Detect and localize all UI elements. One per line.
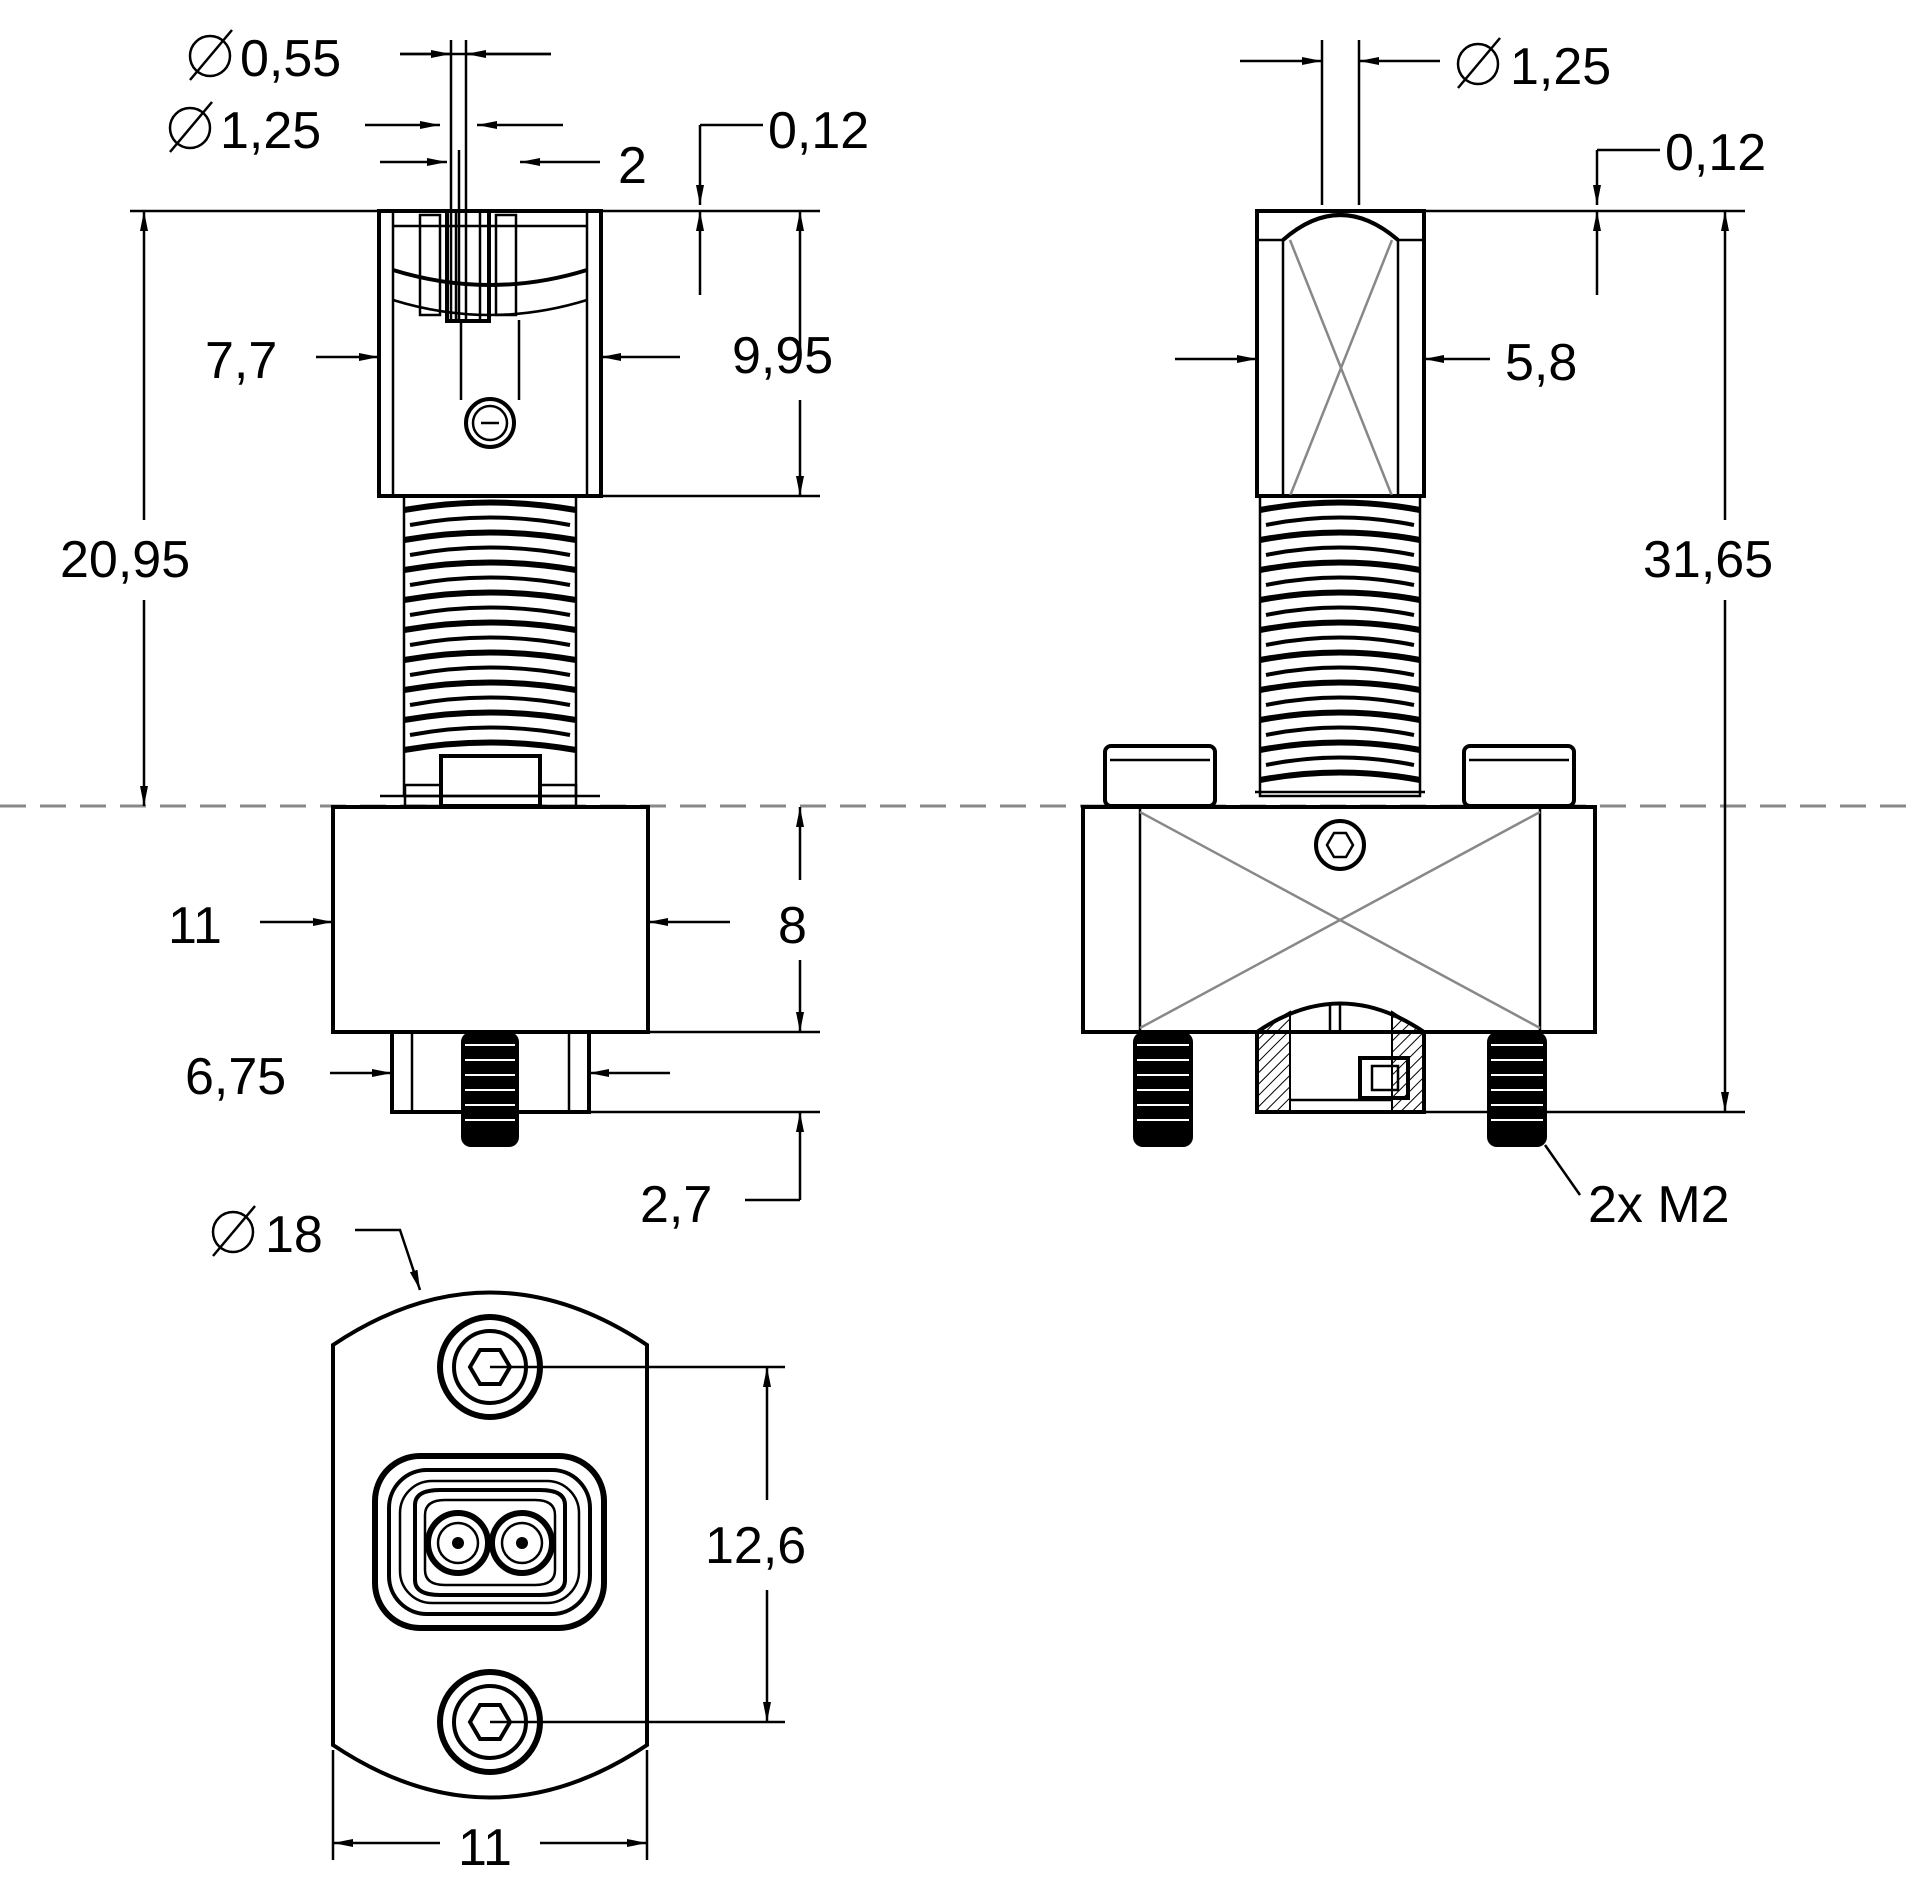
label-dia-125-right: 1,25 <box>1510 38 1611 96</box>
label-width-675: 6,75 <box>185 1048 286 1106</box>
label-height-27: 2,7 <box>640 1176 712 1234</box>
label-dia-125-left: 1,25 <box>220 102 321 160</box>
side-view-dimensions: 1,25 0,12 5,8 31,65 2x M2 <box>1175 37 1773 1234</box>
label-width-11-bottom: 11 <box>458 1819 512 1877</box>
label-dia-18: 18 <box>265 1206 323 1264</box>
front-view <box>331 40 650 1147</box>
label-width-11-body: 11 <box>168 897 222 955</box>
front-view-dimensions: 0,55 1,25 2 0,12 7,7 9,95 20,95 <box>60 29 869 1234</box>
label-height-8: 8 <box>778 897 807 955</box>
label-offset-012-right: 0,12 <box>1665 124 1766 182</box>
label-height-2095: 20,95 <box>60 531 190 589</box>
label-width-77: 7,7 <box>205 332 277 390</box>
bottom-view-dimensions: 18 12,6 11 <box>211 1205 806 1877</box>
label-thread-note: 2x M2 <box>1588 1176 1730 1234</box>
side-view <box>1081 40 1597 1147</box>
label-height-3165: 31,65 <box>1643 531 1773 589</box>
label-width-58: 5,8 <box>1505 334 1577 392</box>
spring-right <box>1258 494 1422 798</box>
spring-left <box>402 494 578 798</box>
label-dia-055: 0,55 <box>240 30 341 88</box>
label-offset-012-left: 0,12 <box>768 102 869 160</box>
label-spacing-126: 12,6 <box>705 1517 806 1575</box>
label-height-995: 9,95 <box>732 327 833 385</box>
label-width-2: 2 <box>618 137 647 195</box>
